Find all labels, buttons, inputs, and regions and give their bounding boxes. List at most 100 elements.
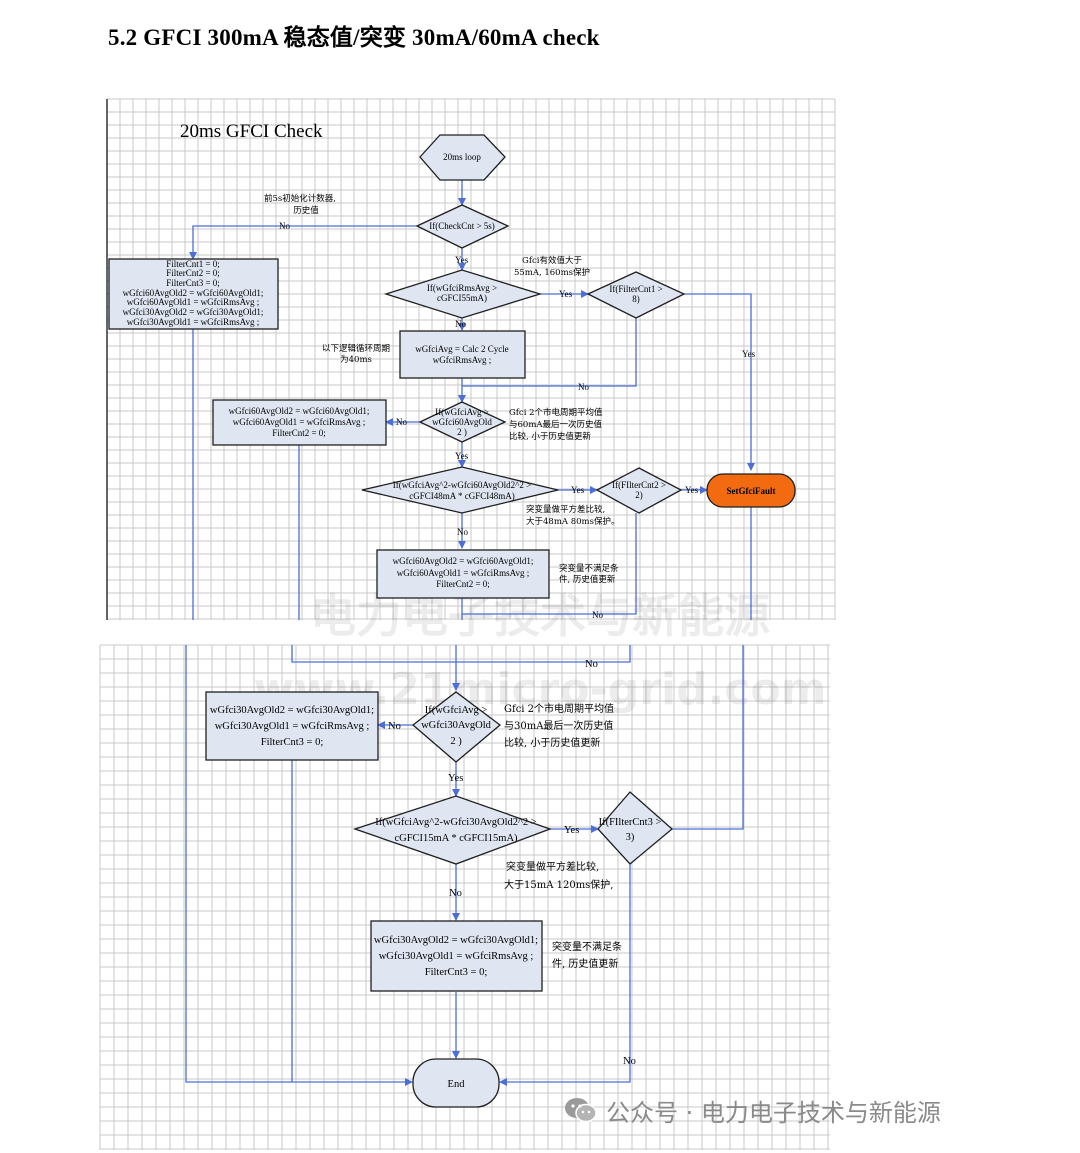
svg-text:比较, 小于历史值更新: 比较, 小于历史值更新 [509,431,591,442]
label-yes: Yes [448,773,463,784]
keep30-box: wGfci30AvgOld2 = wGfci30AvgOld1; wGfci30… [370,920,543,992]
svg-text:FilterCnt3 = 0;: FilterCnt3 = 0; [166,278,220,288]
end-terminator: End [412,1058,500,1108]
svg-text:Gfci有效值大于: Gfci有效值大于 [522,255,582,266]
diagram-title: 20ms GFCI Check [180,121,323,142]
svg-text:前5s初始化计数器,: 前5s初始化计数器, [264,193,336,204]
svg-text:突变量做平方差比较,: 突变量做平方差比较, [526,504,605,515]
svg-text:wGfci30AvgOld1 = wGfciRmsAvg ;: wGfci30AvgOld1 = wGfciRmsAvg ; [127,317,259,327]
svg-text:历史值: 历史值 [293,205,319,216]
svg-text:FilterCnt3 = 0;: FilterCnt3 = 0; [261,737,324,748]
keep30-note: 突变量不满足条 件, 历史值更新 [552,940,622,970]
label-yes: Yes [455,451,469,461]
label-no: No [455,319,466,329]
svg-text:FilterCnt2 = 0;: FilterCnt2 = 0; [436,579,490,589]
diff30-note: 突变量做平方差比较, 大于15mA 120ms保护, [504,860,614,891]
label-yes: Yes [455,255,469,265]
avg30-note: Gfci 2个市电周期平均值 与30mA最后一次历史值 比较, 小于历史值更新 [504,702,614,749]
diff60-note: 突变量做平方差比较, 大于48mA 80ms保护。 [526,504,619,527]
svg-text:突变量做平方差比较,: 突变量做平方差比较, [506,860,599,873]
label-no: No [388,721,401,732]
label-yes: Yes [559,289,573,299]
rms-decision: If(wGfciRmsAvg > cGFCI55mA) [383,269,543,319]
svg-text:End: End [448,1079,466,1090]
svg-text:wGfci60AvgOld: wGfci60AvgOld [432,417,492,427]
svg-text:If(wGfciAvg^2-wGfci30AvgOld2^2: If(wGfciAvg^2-wGfci30AvgOld2^2 > [375,817,537,828]
svg-text:wGfci30AvgOld1 = wGfciRmsAvg ;: wGfci30AvgOld1 = wGfciRmsAvg ; [379,951,534,962]
svg-text:件, 历史值更新: 件, 历史值更新 [559,574,616,585]
label-no: No [457,527,468,537]
filter3-decision: If(FIlterCnt3 > 3) [597,791,673,865]
init-note: 前5s初始化计数器, 历史值 [264,193,336,216]
check-cnt-decision: If(CheckCnt > 5s) [415,204,510,249]
branch-labels: No Yes Yes No Yes No No Yes Yes Yes No N… [279,221,756,1067]
wechat-icon [565,1098,597,1123]
connectors-lower [185,645,744,1086]
svg-text:Gfci 2个市电周期平均值: Gfci 2个市电周期平均值 [504,702,614,715]
upd60-box: wGfci60AvgOld2 = wGfci60AvgOld1; wGfci60… [212,399,387,446]
filter2-decision: If(FIlterCnt2 > 2) [595,467,683,514]
svg-text:wGfci60AvgOld1 = wGfciRmsAvg ;: wGfci60AvgOld1 = wGfciRmsAvg ; [397,568,529,578]
svg-text:比较, 小于历史值更新: 比较, 小于历史值更新 [504,736,600,749]
svg-text:If(wGfciRmsAvg >: If(wGfciRmsAvg > [427,283,497,293]
svg-text:与30mA最后一次历史值: 与30mA最后一次历史值 [504,719,613,732]
label-no: No [623,1056,636,1067]
label-no: No [592,610,603,620]
calc-box: wGfciAvg = Calc 2 Cycle wGfciRmsAvg ; [399,330,526,379]
svg-text:wGfci30AvgOld1 = wGfciRmsAvg ;: wGfci30AvgOld1 = wGfciRmsAvg ; [215,721,370,732]
svg-text:If(FIlterCnt3 >: If(FIlterCnt3 > [599,817,662,828]
svg-text:以下逻辑循环周期: 以下逻辑循环周期 [322,343,390,354]
avg60-note: Gfci 2个市电周期平均值 与60mA最后一次历史值 比较, 小于历史值更新 [509,407,603,442]
avg60-decision: If(wGfciAvg > wGfci60AvgOld 2 ) [418,401,507,443]
svg-text:FilterCnt2 = 0;: FilterCnt2 = 0; [272,428,326,438]
label-yes: Yes [564,825,579,836]
svg-text:If(FilterCnt1 >: If(FilterCnt1 > [609,284,662,294]
svg-text:wGfciAvg = Calc 2 Cycle: wGfciAvg = Calc 2 Cycle [415,344,508,354]
svg-text:55mA, 160ms保护: 55mA, 160ms保护 [514,267,590,278]
svg-text:与60mA最后一次历史值: 与60mA最后一次历史值 [509,419,603,430]
svg-text:wGfci30AvgOld2 = wGfci30AvgOld: wGfci30AvgOld2 = wGfci30AvgOld1; [210,705,374,716]
fault-terminator: SetGfciFault [706,473,796,508]
svg-text:If(FIlterCnt2 >: If(FIlterCnt2 > [612,480,666,490]
svg-text:大于48mA 80ms保护。: 大于48mA 80ms保护。 [526,516,619,527]
keep60-note: 突变量不满足条 件, 历史值更新 [559,563,619,585]
init-box: FilterCnt1 = 0; FilterCnt2 = 0; FilterCn… [108,258,279,330]
svg-text:cGFCI48mA * cGFCI48mA): cGFCI48mA * cGFCI48mA) [409,491,515,501]
svg-text:cGFCI15mA * cGFCI15mA): cGFCI15mA * cGFCI15mA) [394,833,518,844]
svg-text:大于15mA 120ms保护,: 大于15mA 120ms保护, [504,878,614,891]
svg-text:FilterCnt3 = 0;: FilterCnt3 = 0; [425,967,488,978]
calc-note: 以下逻辑循环周期 为40ms [322,343,390,365]
svg-text:If(wGfciAvg >: If(wGfciAvg > [435,407,489,417]
footer-text: 公众号 · 电力电子技术与新能源 [606,1098,941,1127]
label-no: No [279,221,290,231]
svg-text:FilterCnt2 = 0;: FilterCnt2 = 0; [166,268,220,278]
svg-text:If(wGfciAvg^2-wGfci60AvgOld2^2: If(wGfciAvg^2-wGfci60AvgOld2^2 > [393,480,531,490]
avg30-decision: If(wGfciAvg > wGfci30AvgOld 2 ) [411,691,502,763]
start-node: 20ms loop [419,134,506,181]
svg-text:SetGfciFault: SetGfciFault [727,486,776,496]
svg-text:wGfci30AvgOld: wGfci30AvgOld [421,720,492,731]
label-yes: Yes [571,485,585,495]
upd30-box: wGfci30AvgOld2 = wGfci30AvgOld1; wGfci30… [205,691,379,761]
svg-text:wGfciRmsAvg ;: wGfciRmsAvg ; [433,355,492,365]
svg-text:cGFCI55mA): cGFCI55mA) [437,293,487,303]
svg-text:3): 3) [626,832,635,843]
svg-text:为40ms: 为40ms [340,354,372,365]
label-no: No [396,417,407,427]
svg-text:2 ): 2 ) [457,427,467,437]
label-no: No [585,659,598,670]
svg-text:wGfci30AvgOld2 = wGfci30AvgOld: wGfci30AvgOld2 = wGfci30AvgOld1; [123,307,264,317]
svg-text:wGfci30AvgOld2 = wGfci30AvgOld: wGfci30AvgOld2 = wGfci30AvgOld1; [374,935,538,946]
label-no: No [578,382,589,392]
filter1-decision: If(FilterCnt1 > 8) [586,271,686,319]
label-no: No [449,888,462,899]
page-heading: 5.2 GFCI 300mA 稳态值/突变 30mA/60mA check [108,25,600,50]
start-label: 20ms loop [443,152,481,162]
diff30-decision: If(wGfciAvg^2-wGfci30AvgOld2^2 > cGFCI15… [352,795,552,865]
svg-text:If(wGfciAvg >: If(wGfciAvg > [425,705,488,716]
account-footer: 公众号 · 电力电子技术与新能源 [564,1094,941,1127]
svg-text:Gfci 2个市电周期平均值: Gfci 2个市电周期平均值 [509,407,603,418]
svg-text:wGfci60AvgOld1 = wGfciRmsAvg ;: wGfci60AvgOld1 = wGfciRmsAvg ; [233,417,365,427]
svg-text:wGfci60AvgOld1 = wGfciRmsAvg ;: wGfci60AvgOld1 = wGfciRmsAvg ; [127,297,259,307]
